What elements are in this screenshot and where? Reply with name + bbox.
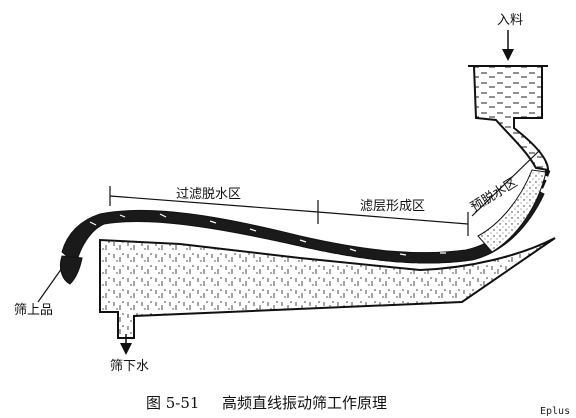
pre-dewatering-slurry	[477, 169, 547, 253]
filtration-zone-label: 过滤脱水区	[176, 187, 241, 202]
oversize-label: 筛上品	[14, 303, 53, 318]
watermark: Eplus	[540, 406, 570, 417]
oversize-product-stream	[59, 255, 83, 285]
feed-label: 入料	[497, 13, 523, 28]
oversize-leader	[37, 267, 63, 303]
zone-line-forming	[317, 211, 469, 225]
undersize-outlet-pipe	[117, 312, 135, 338]
figure-title: 高频直线振动筛工作原理	[222, 394, 387, 412]
feed-hopper	[472, 65, 550, 172]
forming-zone-label: 滤层形成区	[360, 199, 425, 214]
zone-line-predewatering	[471, 149, 541, 217]
figure-number: 图 5-51	[146, 394, 199, 412]
zone-line-filtration	[109, 195, 319, 213]
material-texture	[89, 213, 446, 256]
material-layer	[61, 189, 545, 265]
undersize-label: 筛下水	[110, 359, 149, 374]
